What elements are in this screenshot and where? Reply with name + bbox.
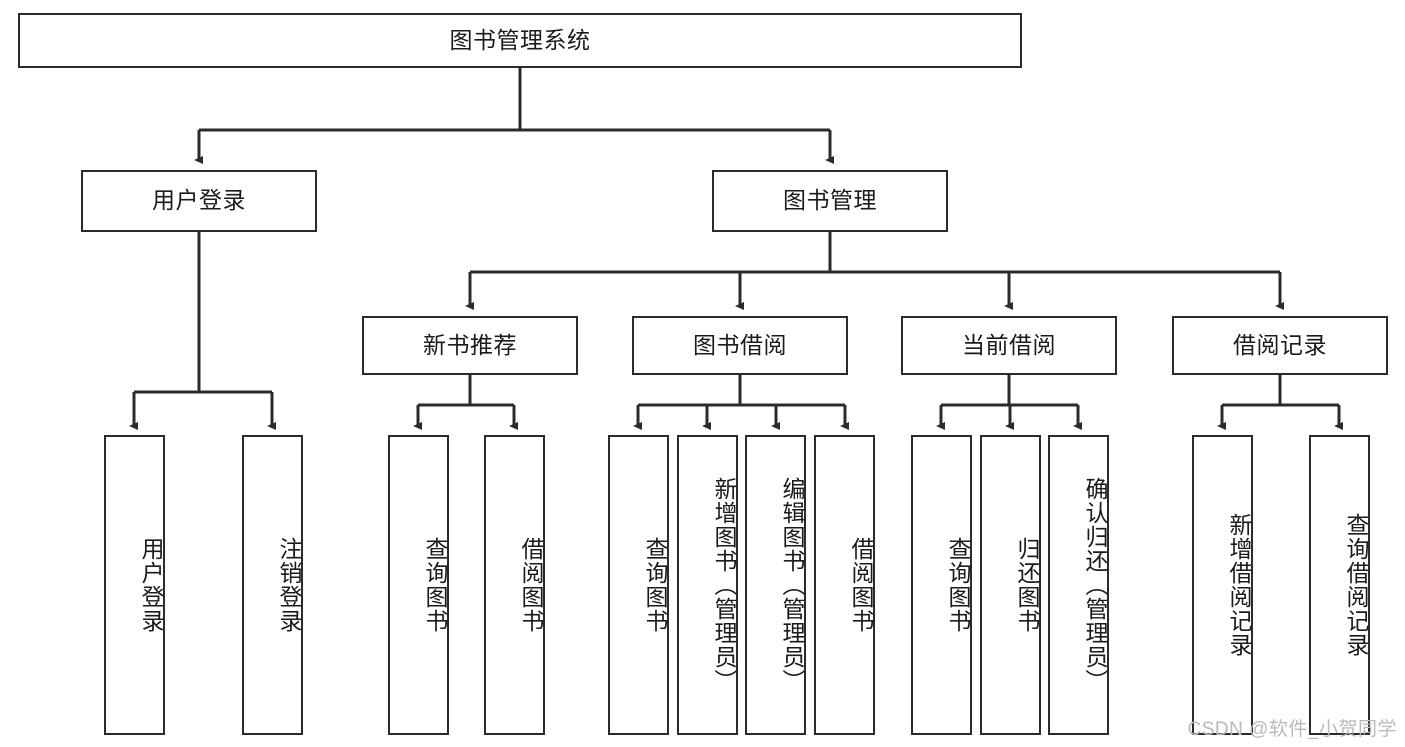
node-new-book-recommend[interactable]: 新书推荐 (362, 316, 578, 375)
node-book-management[interactable]: 图书管理 (712, 170, 948, 232)
node-label: 编辑图书（管理员） (779, 477, 805, 693)
node-label: 借阅图书 (518, 537, 544, 633)
node-label: 查询借阅记录 (1343, 513, 1369, 657)
leaf-user-logout[interactable]: 注销登录 (242, 435, 303, 735)
node-label: 注销登录 (276, 537, 302, 633)
node-label: 借阅记录 (1233, 331, 1327, 358)
leaf-record-add-record[interactable]: 新增借阅记录 (1192, 435, 1253, 735)
leaf-current-return-book[interactable]: 归还图书 (980, 435, 1041, 735)
node-label: 归还图书 (1014, 537, 1040, 633)
node-book-borrow[interactable]: 图书借阅 (632, 316, 848, 375)
node-label: 图书管理 (783, 187, 877, 214)
leaf-current-query-book[interactable]: 查询图书 (911, 435, 972, 735)
leaf-user-login[interactable]: 用户登录 (104, 435, 165, 735)
node-label: 查询图书 (642, 537, 668, 633)
leaf-current-confirm-return-admin[interactable]: 确认归还（管理员） (1048, 435, 1109, 735)
watermark: CSDN @软件_小贺同学 (1187, 719, 1397, 740)
leaf-borrow-edit-book-admin[interactable]: 编辑图书（管理员） (745, 435, 806, 735)
node-root-system[interactable]: 图书管理系统 (18, 13, 1022, 68)
node-label: 新增图书（管理员） (711, 477, 737, 693)
leaf-borrow-borrow-book[interactable]: 借阅图书 (814, 435, 875, 735)
node-label: 用户登录 (138, 537, 164, 633)
node-label: 图书管理系统 (449, 26, 591, 53)
leaf-recommend-query-book[interactable]: 查询图书 (388, 435, 449, 735)
node-user-login[interactable]: 用户登录 (81, 170, 317, 232)
node-label: 查询图书 (945, 537, 971, 633)
node-label: 当前借阅 (962, 331, 1056, 358)
node-label: 新书推荐 (423, 331, 517, 358)
leaf-recommend-borrow-book[interactable]: 借阅图书 (484, 435, 545, 735)
node-current-borrow[interactable]: 当前借阅 (901, 316, 1117, 375)
node-borrow-record[interactable]: 借阅记录 (1172, 316, 1388, 375)
node-label: 确认归还（管理员） (1082, 477, 1108, 693)
node-label: 新增借阅记录 (1226, 513, 1252, 657)
leaf-borrow-query-book[interactable]: 查询图书 (608, 435, 669, 735)
leaf-record-query-record[interactable]: 查询借阅记录 (1309, 435, 1370, 735)
leaf-borrow-add-book-admin[interactable]: 新增图书（管理员） (677, 435, 738, 735)
node-label: 用户登录 (152, 187, 246, 214)
node-label: 图书借阅 (693, 331, 787, 358)
node-label: 查询图书 (422, 537, 448, 633)
node-label: 借阅图书 (848, 537, 874, 633)
